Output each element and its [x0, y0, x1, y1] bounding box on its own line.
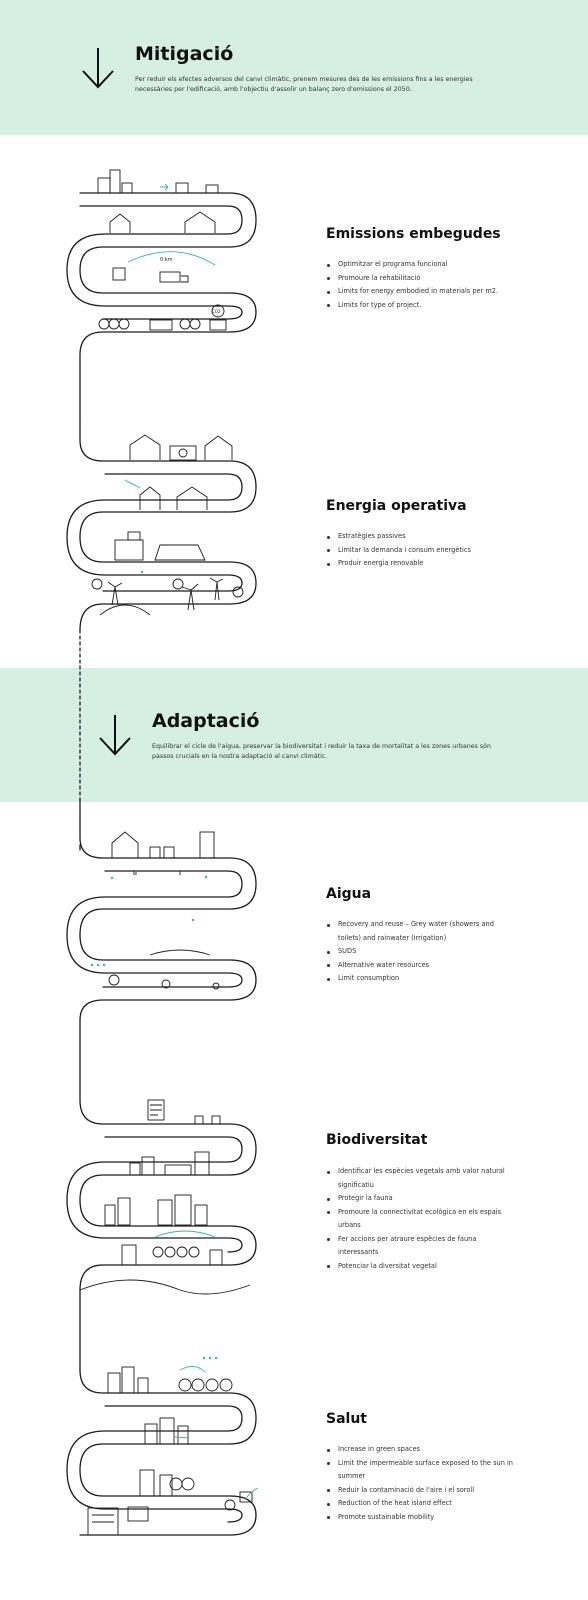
list-item: Limits for type of project. — [326, 299, 516, 313]
zero-km-label: 0 km — [160, 257, 173, 263]
list-item: Limitar la demanda i consum energètics — [326, 544, 516, 558]
list-item: Alternative water resources — [326, 959, 516, 973]
list-item: Promoure la rehabilitació — [326, 272, 516, 286]
section-title-salut: Salut — [326, 1411, 367, 1427]
section-list-emissions-embegudes: Optimitzar el programa funcional Promour… — [326, 258, 516, 312]
list-item: Optimitzar el programa funcional — [326, 258, 516, 272]
section-list-aigua: Recovery and reuse – Grey water (showers… — [326, 918, 516, 986]
list-item: Limit the impermeable surface exposed to… — [326, 1457, 516, 1484]
section-list-energia-operativa: Estratègies passives Limitar la demanda … — [326, 530, 516, 571]
adaptation-banner: Adaptació Equilibrar el cicle de l'aigua… — [0, 668, 588, 802]
arrow-down-icon — [82, 48, 114, 89]
section-title-emissions-embegudes: Emissions embegudes — [326, 226, 501, 242]
section-list-salut: Increase in green spaces Limit the imper… — [326, 1443, 516, 1524]
section-list-biodiversitat: Identificar les espècies vegetals amb va… — [326, 1165, 516, 1273]
list-item: Estratègies passives — [326, 530, 516, 544]
list-item: Reduir la contaminació de l'aire i el so… — [326, 1484, 516, 1498]
list-item: Promote sustainable mobility — [326, 1511, 516, 1525]
section-title-biodiversitat: Biodiversitat — [326, 1132, 428, 1148]
mitigation-description: Per reduir els efectes adversos del canv… — [135, 76, 473, 93]
adaptation-description: Equilibrar el cicle de l'aigua, preserva… — [152, 743, 491, 760]
list-item: Increase in green spaces — [326, 1443, 516, 1457]
co2-label: CO2 — [212, 309, 221, 314]
section-title-energia-operativa: Energia operativa — [326, 498, 467, 514]
adaptation-title: Adaptació — [152, 710, 260, 732]
mitigation-banner: Mitigació Per reduir els efectes adverso… — [0, 0, 588, 135]
list-item: Fer accions per atraure espècies de faun… — [326, 1233, 516, 1260]
list-item: Protegir la fauna — [326, 1192, 516, 1206]
list-item: Identificar les espècies vegetals amb va… — [326, 1165, 516, 1192]
section-title-aigua: Aigua — [326, 886, 372, 902]
list-item: Reduction of the heat island effect — [326, 1497, 516, 1511]
list-item: Potenciar la diversitat vegetal — [326, 1260, 516, 1274]
list-item: Limit consumption — [326, 972, 516, 986]
list-item: Promoure la connectivitat ecològica en e… — [326, 1206, 516, 1233]
list-item: SUDS — [326, 945, 516, 959]
list-item: Produir energia renovable — [326, 557, 516, 571]
list-item: Limits for energy embodied in materials … — [326, 285, 516, 299]
mitigation-title: Mitigació — [135, 43, 234, 65]
list-item: Recovery and reuse – Grey water (showers… — [326, 918, 516, 945]
arrow-down-icon — [99, 715, 131, 756]
